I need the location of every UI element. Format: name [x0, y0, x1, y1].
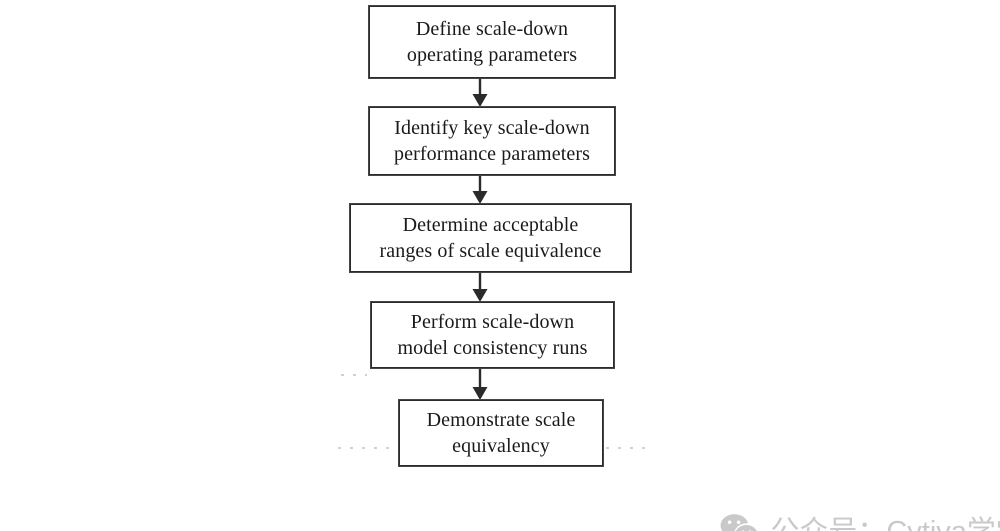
- flow-node-label: Perform scale-down model consistency run…: [397, 310, 588, 359]
- flow-node-determine-acceptable-ranges-of-scale-equivalence: Determine acceptable ranges of scale equ…: [349, 203, 632, 273]
- flow-node-perform-scale-down-model-consistency-runs: Perform scale-down model consistency run…: [370, 301, 615, 369]
- wechat-icon: [672, 484, 758, 531]
- connector-node-2-to-node-3: [467, 176, 493, 204]
- connector-node-4-to-node-5: [467, 369, 493, 400]
- scan-artifact-left-upper: [341, 374, 367, 376]
- watermark: 公众号：Cytiva学堂: [672, 484, 1000, 531]
- flow-node-label: Determine acceptable ranges of scale equ…: [379, 213, 602, 262]
- scan-artifact-right-lower: [606, 447, 654, 449]
- flow-node-define-scale-down-operating-parameters: Define scale-down operating parameters: [368, 5, 616, 79]
- flow-node-label: Define scale-down operating parameters: [406, 17, 578, 66]
- flow-node-label: Identify key scale-down performance para…: [394, 116, 590, 165]
- flow-node-label: Demonstrate scale equivalency: [426, 408, 576, 457]
- connector-node-1-to-node-2: [467, 79, 493, 107]
- connector-node-3-to-node-4: [467, 273, 493, 302]
- flow-node-demonstrate-scale-equivalency: Demonstrate scale equivalency: [398, 399, 604, 467]
- flow-node-identify-key-scale-down-performance-parameters: Identify key scale-down performance para…: [368, 106, 616, 176]
- watermark-text: 公众号：Cytiva学堂: [770, 517, 1000, 531]
- scan-artifact-left-lower: [338, 447, 400, 449]
